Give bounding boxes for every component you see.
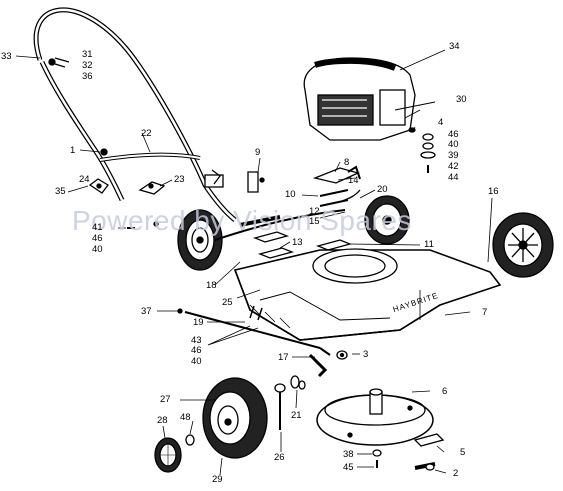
callout-36: 36: [82, 71, 93, 82]
callout-40-handle: 40: [92, 244, 103, 255]
callout-12: 12: [309, 206, 320, 217]
callout-29: 29: [212, 474, 223, 485]
callout-18: 18: [206, 280, 217, 291]
callout-17: 17: [278, 352, 289, 363]
center-wheel: [364, 195, 410, 245]
callout-7: 7: [482, 307, 488, 318]
callout-13: 13: [292, 237, 303, 248]
callout-3: 3: [363, 349, 369, 360]
leader-lines: [15, 49, 493, 476]
callout-16: 16: [488, 186, 499, 197]
callout-35: 35: [55, 186, 66, 197]
callout-34: 34: [449, 41, 460, 52]
front-axle: [308, 350, 348, 378]
callout-40-rod: 40: [191, 356, 202, 367]
callout-4: 4: [438, 117, 444, 128]
callout-46-rod: 46: [191, 345, 202, 356]
callout-45: 45: [343, 462, 354, 473]
callout-46-engine: 46: [448, 129, 459, 140]
callout-8: 8: [344, 157, 350, 168]
callout-20: 20: [377, 184, 388, 195]
callout-14: 14: [348, 175, 359, 186]
bracket-9: [247, 171, 265, 193]
callout-38: 38: [343, 449, 354, 460]
blade-hardware: [372, 433, 445, 471]
engine: [303, 57, 436, 141]
mower-deck: [233, 248, 502, 341]
front-wheel: [202, 377, 268, 459]
right-rear-wheel: [492, 212, 554, 278]
rear-axle: [214, 209, 346, 241]
throttle-control: [312, 165, 361, 207]
hubcap: [154, 434, 195, 473]
callout-11: 11: [424, 239, 434, 250]
engine-hardware: [408, 127, 436, 173]
callout-39: 39: [448, 150, 459, 161]
callout-37: 37: [141, 306, 152, 317]
callout-2: 2: [453, 468, 459, 479]
callout-46-handle: 46: [92, 233, 103, 244]
callout-40-engine: 40: [448, 139, 459, 150]
callout-31: 31: [82, 49, 93, 60]
callout-28: 28: [157, 415, 168, 426]
wheel-bolts: [274, 375, 306, 430]
blade: [316, 388, 434, 446]
callout-41: 41: [92, 222, 103, 233]
callout-26: 26: [274, 452, 285, 463]
callout-19: 19: [193, 317, 204, 328]
watermark: Powered by Vision Spares: [72, 205, 412, 236]
callout-43: 43: [191, 335, 202, 346]
callout-15: 15: [309, 216, 320, 227]
callout-33: 33: [1, 51, 12, 62]
callout-10: 10: [285, 189, 296, 200]
left-rear-wheel: [177, 209, 223, 271]
callout-32: 32: [82, 60, 93, 71]
callout-9: 9: [255, 147, 261, 158]
callout-30: 30: [456, 94, 467, 105]
handle-hardware: [88, 178, 166, 229]
callout-42: 42: [448, 161, 459, 172]
handle-assembly: [33, 7, 237, 222]
callout-6: 6: [442, 386, 448, 397]
callout-24: 24: [79, 174, 90, 185]
callout-21: 21: [291, 410, 302, 421]
callout-44: 44: [448, 172, 459, 183]
callout-5: 5: [460, 447, 466, 458]
callout-25: 25: [222, 297, 233, 308]
callout-23: 23: [174, 174, 185, 185]
callout-1: 1: [70, 145, 76, 156]
callout-48: 48: [180, 412, 191, 423]
callout-22: 22: [141, 128, 152, 139]
callout-27: 27: [160, 394, 171, 405]
